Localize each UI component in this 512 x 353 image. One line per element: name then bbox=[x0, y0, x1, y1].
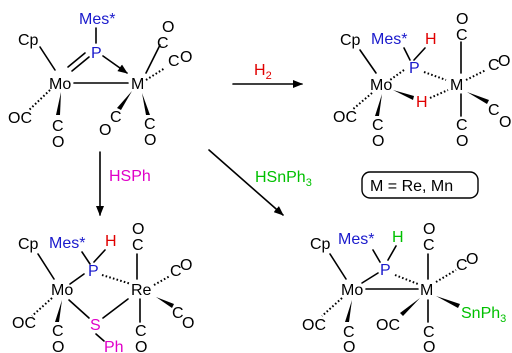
svg-text:O: O bbox=[144, 132, 156, 149]
svg-text:O: O bbox=[99, 122, 111, 139]
svg-text:O: O bbox=[180, 49, 192, 66]
svg-text:O: O bbox=[52, 339, 64, 353]
svg-text:C: C bbox=[135, 323, 147, 340]
svg-text:O: O bbox=[498, 53, 510, 70]
svg-text:C: C bbox=[132, 237, 144, 254]
svg-text:O: O bbox=[52, 134, 64, 151]
mo-label: Mo bbox=[51, 282, 73, 299]
svg-text:O: O bbox=[162, 19, 174, 36]
svg-text:O: O bbox=[456, 133, 468, 150]
h2-reaction-arrow: H2 bbox=[232, 62, 303, 88]
svg-text:C: C bbox=[488, 102, 500, 119]
svg-text:C: C bbox=[456, 27, 468, 44]
svg-text:C: C bbox=[456, 257, 468, 274]
svg-text:OC: OC bbox=[8, 110, 32, 127]
metal-legend-text: M = Re, Mn bbox=[370, 178, 453, 195]
svg-text:C: C bbox=[170, 263, 182, 280]
metal-m-label: M bbox=[131, 76, 144, 93]
svg-text:C: C bbox=[52, 118, 64, 135]
svg-text:C: C bbox=[52, 323, 64, 340]
hsnph3-reagent: HSnPh3 bbox=[255, 169, 312, 189]
rhenium-label: Re bbox=[131, 282, 152, 299]
phosphide-h-label: H bbox=[105, 233, 117, 250]
svg-text:O: O bbox=[423, 221, 435, 238]
hsph-reagent: HSPh bbox=[109, 168, 151, 185]
mo-label: Mo bbox=[341, 282, 363, 299]
svg-text:O: O bbox=[456, 11, 468, 28]
starting-complex: Mes* P Cp Mo M OC C O C O C O C O C O bbox=[8, 11, 192, 151]
svg-text:C: C bbox=[423, 324, 435, 341]
svg-text:C: C bbox=[157, 35, 169, 52]
cp-label: Cp bbox=[18, 236, 39, 253]
metal-legend: M = Re, Mn bbox=[361, 171, 479, 199]
svg-text:O: O bbox=[423, 339, 435, 353]
phosphorus-label: P bbox=[380, 262, 391, 279]
svg-text:C: C bbox=[110, 109, 122, 126]
phenyl-label: Ph bbox=[104, 339, 124, 353]
phosphorus-label: P bbox=[409, 60, 420, 77]
stannyl-product: Cp Mes* H P Mo M OC C O C O C O OC C O S… bbox=[302, 221, 506, 353]
mes-label: Mes* bbox=[49, 235, 85, 252]
phosphorus-label: P bbox=[88, 263, 99, 280]
stannyl-label: SnPh3 bbox=[461, 305, 506, 325]
svg-text:O: O bbox=[499, 114, 511, 131]
cp-label: Cp bbox=[340, 32, 361, 49]
svg-text:O: O bbox=[466, 251, 478, 268]
svg-text:C: C bbox=[144, 116, 156, 133]
h2-reagent: H2 bbox=[254, 62, 272, 82]
svg-text:C: C bbox=[343, 324, 355, 341]
mes-label: Mes* bbox=[79, 11, 115, 28]
hsnph3-reaction-arrow: HSnPh3 bbox=[208, 149, 312, 216]
mes-label: Mes* bbox=[338, 231, 374, 248]
thiolate-product: Cp Mes* H P Mo Re S Ph OC C O C O C O C … bbox=[12, 221, 194, 353]
svg-text:C: C bbox=[372, 117, 384, 134]
cp-label: Cp bbox=[310, 236, 331, 253]
svg-text:O: O bbox=[180, 257, 192, 274]
metal-m-label: M bbox=[420, 282, 433, 299]
phosphide-h-label: H bbox=[392, 229, 404, 246]
hsph-reaction-arrow: HSPh bbox=[96, 151, 151, 216]
phosphide-h-label: H bbox=[425, 31, 437, 48]
svg-text:C: C bbox=[456, 117, 468, 134]
svg-text:OC: OC bbox=[376, 317, 400, 334]
svg-text:C: C bbox=[172, 305, 184, 322]
svg-text:OC: OC bbox=[302, 317, 326, 334]
svg-text:C: C bbox=[168, 53, 180, 70]
svg-text:O: O bbox=[132, 221, 144, 238]
svg-text:OC: OC bbox=[333, 109, 357, 126]
cp-label: Cp bbox=[18, 32, 39, 49]
svg-text:O: O bbox=[182, 315, 194, 332]
mes-label: Mes* bbox=[371, 31, 407, 48]
metal-m-label: M bbox=[450, 77, 463, 94]
svg-text:C: C bbox=[423, 237, 435, 254]
svg-text:O: O bbox=[343, 339, 355, 353]
mo-label: Mo bbox=[49, 76, 71, 93]
dihydride-product: Cp Mes* H P Mo M H OC C O C O C O C O C … bbox=[333, 11, 511, 150]
bridging-hydride-label: H bbox=[416, 94, 428, 111]
sulfur-label: S bbox=[90, 317, 101, 334]
phosphorus-label: P bbox=[91, 45, 102, 62]
svg-text:O: O bbox=[135, 339, 147, 353]
svg-text:O: O bbox=[372, 133, 384, 150]
mo-label: Mo bbox=[370, 77, 392, 94]
svg-text:OC: OC bbox=[12, 315, 36, 332]
svg-text:C: C bbox=[488, 57, 500, 74]
